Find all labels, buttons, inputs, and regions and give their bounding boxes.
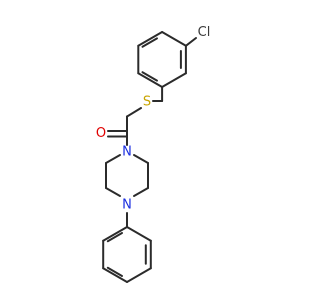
phenyl-ring: [102, 212, 152, 283]
bond: [161, 72, 187, 88]
bond: [137, 31, 164, 47]
sulfur-atom-label: S: [143, 95, 151, 110]
bond: [105, 187, 121, 197]
bond: [102, 267, 128, 283]
bond: [133, 154, 149, 164]
piperazine-ring: [105, 154, 149, 197]
aromatic-inner-bond: [106, 266, 123, 277]
nitrogen-atom-label: N: [122, 145, 132, 160]
bond: [102, 226, 128, 242]
bond: [126, 226, 152, 242]
carbonyl-group: [107, 130, 128, 146]
aromatic-inner-bond: [106, 232, 123, 243]
bond: [126, 107, 142, 118]
chlorophenyl-ring: [137, 31, 197, 88]
chlorine-atom-label: Cl: [198, 25, 211, 40]
bond: [184, 37, 197, 47]
oxygen-atom-label: O: [96, 126, 106, 141]
molecule-diagram: Cl S O N N: [96, 25, 210, 283]
bond: [161, 31, 187, 47]
bond: [105, 154, 121, 164]
aromatic-inner-bond: [141, 71, 158, 82]
aromatic-inner-bond: [141, 37, 158, 48]
thioether-linker: [126, 86, 164, 132]
atom-labels: Cl S O N N: [96, 25, 210, 213]
bond: [137, 72, 164, 88]
nitrogen-atom-label: N: [122, 198, 132, 213]
bond: [126, 267, 152, 283]
bond: [133, 187, 149, 197]
